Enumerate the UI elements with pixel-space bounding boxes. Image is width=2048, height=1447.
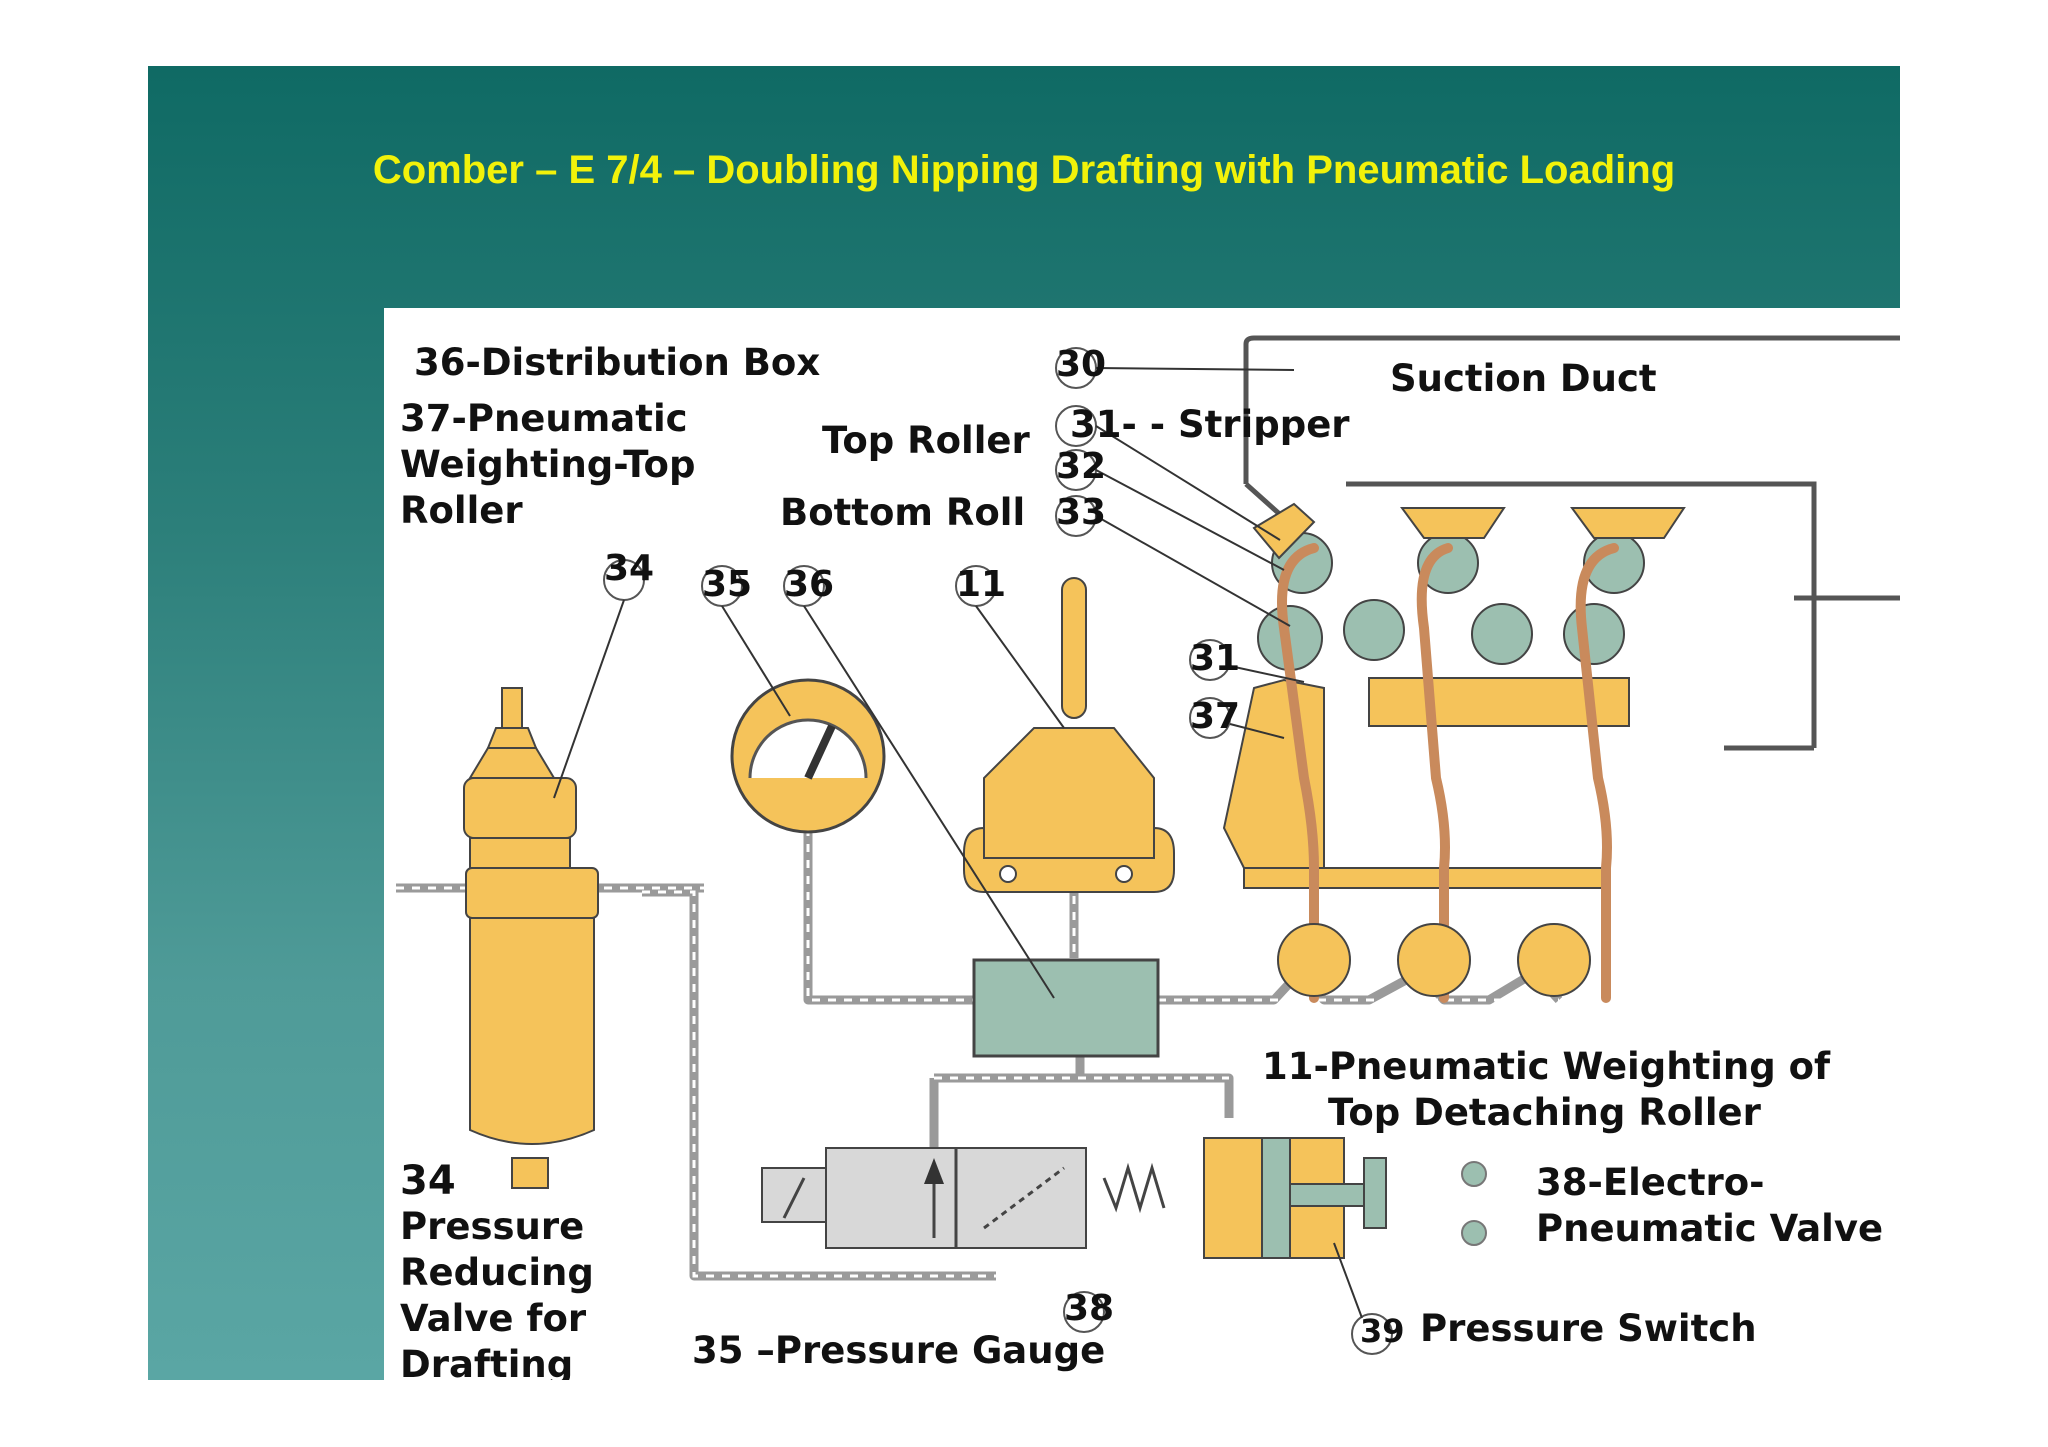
- callout-34: 34: [604, 548, 655, 589]
- callout-33: 33: [1056, 492, 1107, 533]
- callout-32: 32: [1056, 446, 1107, 487]
- label-distribution-box: 36-Distribution Box: [414, 341, 821, 384]
- electro-pneumatic-valve-shape: [761, 1147, 1166, 1249]
- label-pressure-switch: Pressure Switch: [1420, 1307, 1757, 1350]
- label-reducing-valve-number: 34: [400, 1158, 456, 1204]
- pressure-gauge-shape: [730, 678, 886, 834]
- label-electro-pneumatic-line2: Pneumatic Valve: [1536, 1207, 1884, 1250]
- label-reducing-valve-line1: Pressure: [400, 1205, 585, 1248]
- weighting-rods: [1277, 543, 1619, 1003]
- label-pneumatic-weighting-line3: Roller: [400, 489, 523, 532]
- bellows: [1277, 923, 1591, 997]
- callout-circles: [603, 347, 1393, 1355]
- callout-38: 38: [1064, 1288, 1115, 1329]
- label-weighting-detaching-line2: Top Detaching Roller: [1328, 1091, 1761, 1134]
- slide: Comber – E 7/4 – Doubling Nipping Drafti…: [148, 66, 1900, 1380]
- callout-37: 37: [1190, 696, 1241, 737]
- label-weighting-detaching-line1: 11-Pneumatic Weighting of: [1262, 1045, 1831, 1088]
- callout-31: 31: [1190, 638, 1241, 679]
- label-reducing-valve-line4: Drafting: [400, 1343, 574, 1380]
- label-electro-pneumatic-line1: 38-Electro-: [1536, 1161, 1765, 1204]
- leader-lines: [553, 367, 1363, 1319]
- callout-11: 11: [956, 564, 1007, 605]
- pressure-reducing-valve-shape: [463, 687, 599, 1189]
- label-suction-duct: Suction Duct: [1390, 357, 1657, 400]
- frame-lines: [1243, 335, 1900, 751]
- label-pneumatic-weighting-line1: 37-Pneumatic: [400, 397, 688, 440]
- label-pressure-gauge: 35 –Pressure Gauge: [692, 1329, 1106, 1372]
- pressure-switch-shape: [1203, 1137, 1487, 1259]
- stripper-parts: [1222, 502, 1686, 889]
- slide-title: Comber – E 7/4 – Doubling Nipping Drafti…: [372, 148, 1676, 192]
- label-pneumatic-weighting-line2: Weighting-Top: [400, 443, 696, 486]
- callout-39: 39: [1360, 1312, 1405, 1350]
- distribution-box-shape: [972, 958, 1160, 1058]
- label-reducing-valve-line2: Reducing: [400, 1251, 594, 1294]
- pneumatic-cylinder-shape: [963, 577, 1175, 893]
- callout-36: 36: [784, 564, 835, 605]
- callout-35: 35: [702, 564, 753, 605]
- label-stripper: 31- - Stripper: [1070, 403, 1350, 446]
- label-reducing-valve-line3: Valve for: [400, 1297, 587, 1340]
- callout-30: 30: [1056, 344, 1107, 385]
- diagram-artwork: [396, 335, 1900, 1355]
- label-top-roller: Top Roller: [822, 419, 1030, 462]
- label-bottom-roll: Bottom Roll: [780, 491, 1026, 534]
- diagram-panel: 36-Distribution Box 37-Pneumatic Weighti…: [384, 308, 1900, 1380]
